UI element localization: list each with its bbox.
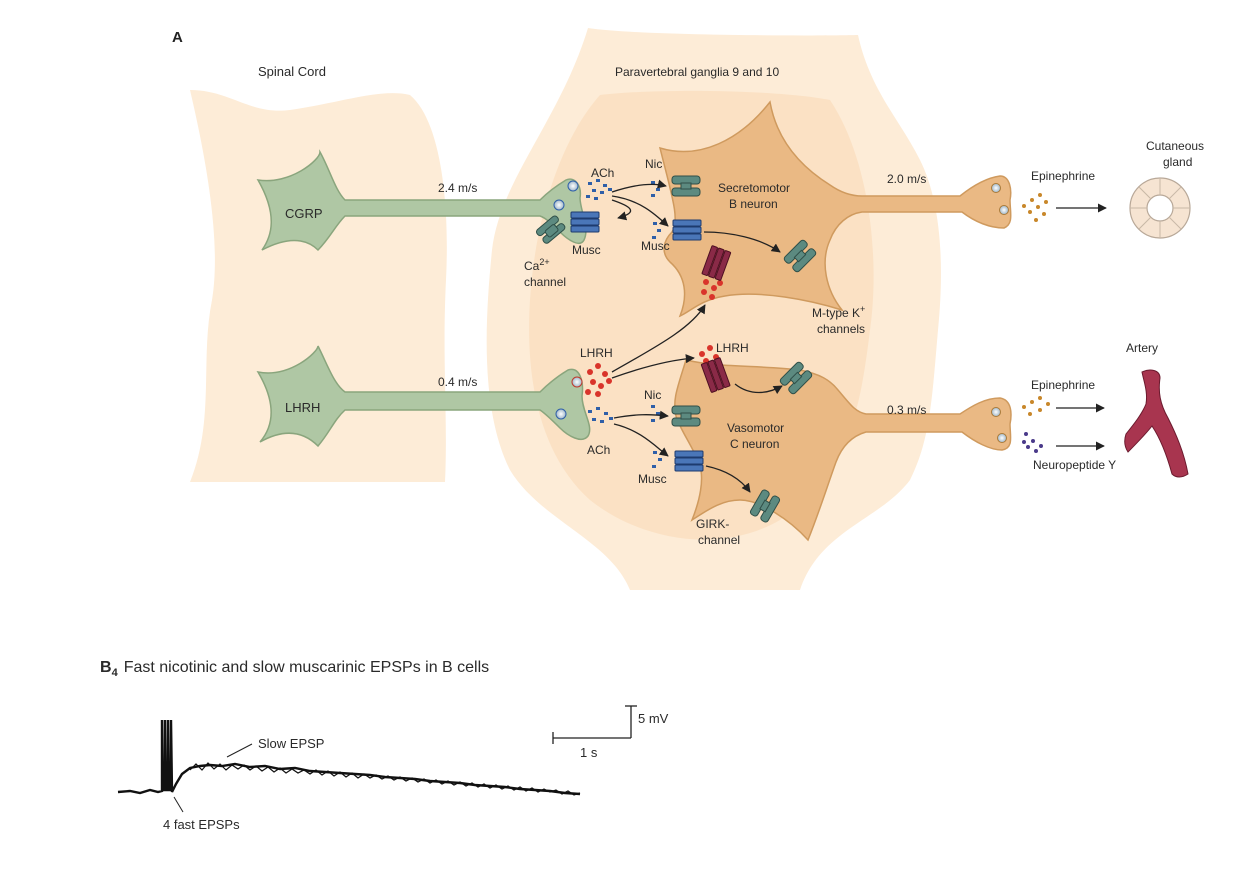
artery-label: Artery [1126, 341, 1158, 355]
panel-a-letter: A [172, 29, 183, 46]
girk-channel-icon [749, 489, 781, 523]
musc-pre-label: Musc [572, 243, 601, 257]
mtype-k-channel-c-icon [779, 361, 813, 395]
arrow-ach-to-musc-pre [611, 199, 632, 221]
cgrp-velocity: 2.4 m/s [438, 181, 477, 195]
epinephrine-bottom-label: Epinephrine [1031, 378, 1095, 392]
musc-c-label: Musc [638, 472, 667, 486]
lhrh-velocity: 0.4 m/s [438, 375, 477, 389]
slow-epsp-label: Slow EPSP [258, 736, 324, 751]
secretomotor-label-2: B neuron [729, 197, 778, 211]
vasomotor-label-2: C neuron [730, 437, 779, 451]
ach-dots-top [586, 179, 661, 239]
spinal-cord-label: Spinal Cord [258, 64, 326, 79]
musc-receptor-c-icon [674, 450, 704, 472]
girk-label-2: channel [698, 533, 740, 547]
ca-channel-label-1: Ca2+ [524, 257, 550, 273]
ca-channel-label-2: channel [524, 275, 566, 289]
vesicle-icon [571, 376, 583, 388]
npy-dots [1022, 432, 1043, 453]
musc-receptor-b-icon [672, 219, 702, 241]
arrow-lhrh-to-mtype-c [734, 383, 783, 395]
vasomotor-label-1: Vasomotor [727, 421, 784, 435]
arrow-ach-to-nic-c [613, 410, 669, 420]
spinal-cord-region [190, 90, 447, 482]
mtype-label-2: channels [817, 322, 865, 336]
epinephrine-dots-top [1022, 193, 1048, 222]
lhrh-right-label: LHRH [716, 341, 749, 355]
epsp-trace [117, 719, 581, 796]
cgrp-neuron [256, 149, 587, 252]
mtype-k-channel-b-icon [783, 239, 817, 273]
cutaneous-gland-icon [1129, 177, 1191, 239]
ganglia-label: Paravertebral ganglia 9 and 10 [615, 65, 779, 79]
nic-receptor-top-icon [671, 175, 701, 197]
artery-icon [1124, 369, 1189, 478]
ach-bottom-label: ACh [587, 443, 610, 457]
musc-receptor-pre-icon [570, 211, 600, 233]
arrow-ach-to-musc-c [613, 423, 669, 457]
vesicle-icon [553, 199, 565, 211]
vasomotor-c-neuron [674, 359, 1012, 542]
arrow-lhrh-to-c [611, 354, 695, 379]
lhrh-label: LHRH [285, 400, 320, 415]
lhrh-left-label: LHRH [580, 346, 613, 360]
trace-noise [189, 762, 581, 796]
vesicle-icon [567, 180, 579, 192]
vesicle-icon [997, 433, 1007, 443]
girk-label-1: GIRK- [696, 517, 729, 531]
fast-epsps-leader [173, 796, 184, 813]
cutaneous-label-2: gland [1163, 155, 1192, 169]
arrow-ach-to-nic-b [611, 179, 667, 193]
c-axon-velocity: 0.3 m/s [887, 403, 926, 417]
fast-epsps-label: 4 fast EPSPs [163, 817, 240, 832]
arrow-ach-to-musc-b [611, 195, 669, 227]
scale-bar [552, 705, 637, 744]
arrow-lhrh-to-b [611, 304, 706, 373]
ach-top-label: ACh [591, 166, 614, 180]
lhrh-dots [585, 279, 723, 397]
cutaneous-label-1: Cutaneous [1146, 139, 1204, 153]
vesicle-icon [991, 183, 1001, 193]
neuropeptide-y-label: Neuropeptide Y [1033, 458, 1116, 472]
scale-voltage-label: 5 mV [638, 711, 669, 726]
musc-b-label: Musc [641, 239, 670, 253]
vesicle-icon [555, 408, 567, 420]
vesicle-icon [991, 407, 1001, 417]
ach-dots-bottom [588, 405, 662, 468]
b-axon-velocity: 2.0 m/s [887, 172, 926, 186]
arrow-musc-to-girk [705, 465, 751, 493]
mtype-label-1: M-type K+ [812, 304, 865, 320]
arrow-musc-to-mtype-b [703, 231, 781, 253]
lhrh-receptor-c-icon [700, 357, 731, 393]
nic-top-label: Nic [645, 157, 662, 171]
scale-time-label: 1 s [580, 745, 598, 760]
lhrh-neuron [256, 345, 591, 448]
vesicle-icon [999, 205, 1009, 215]
slow-epsp-leader [226, 743, 253, 758]
secretomotor-b-neuron [658, 100, 1012, 318]
nic-bottom-label: Nic [644, 388, 661, 402]
nic-receptor-bottom-icon [671, 405, 701, 427]
cgrp-label: CGRP [285, 206, 323, 221]
lhrh-receptor-b-icon [701, 245, 732, 281]
epinephrine-dots-bottom [1022, 396, 1050, 416]
ca-channel-icon [535, 215, 566, 244]
secretomotor-label-1: Secretomotor [718, 181, 790, 195]
epinephrine-top-label: Epinephrine [1031, 169, 1095, 183]
